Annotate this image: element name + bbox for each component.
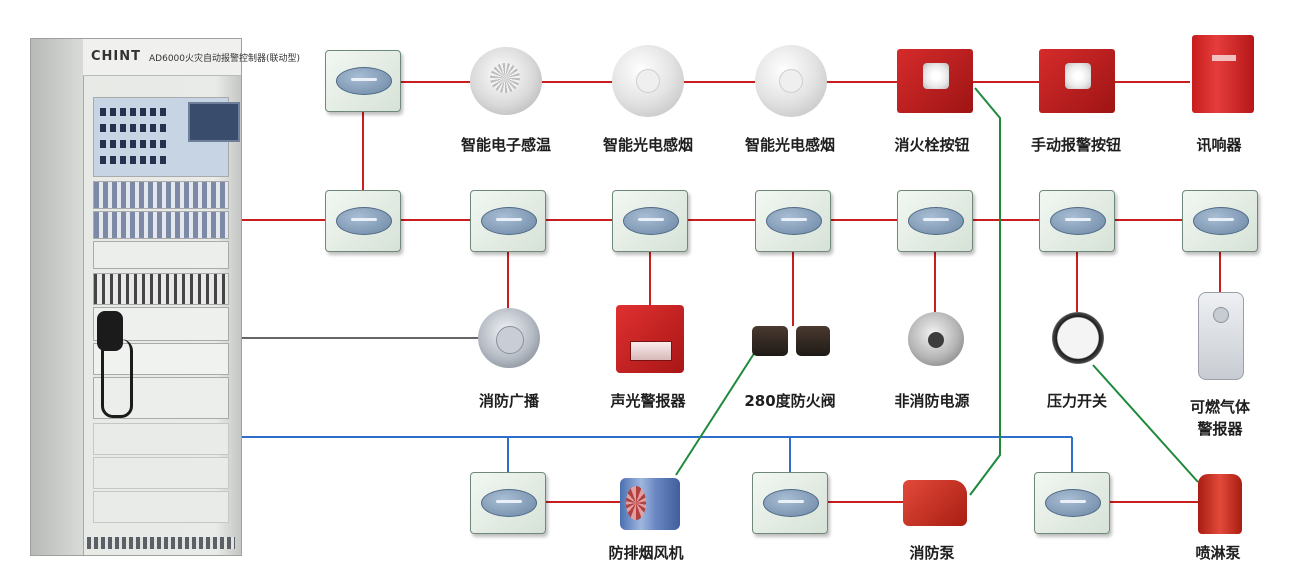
linkage-pressure-to-sprinkler	[1092, 364, 1199, 483]
fire-pump-icon	[903, 480, 967, 526]
control-panel-display	[93, 97, 240, 177]
device-label: 压力开关	[1046, 392, 1108, 410]
loop-module	[470, 190, 546, 252]
smoke-detector-icon	[612, 45, 684, 117]
fire-damper-icon	[796, 326, 830, 356]
loop-module	[755, 190, 831, 252]
power-switch-icon	[908, 312, 964, 366]
device-label: 喷淋泵	[1195, 544, 1241, 562]
speaker-icon	[478, 308, 540, 368]
printer-panel	[93, 241, 229, 269]
lcd-screen	[188, 102, 240, 142]
hydrant-button-icon	[897, 49, 973, 113]
sounder-icon	[1192, 35, 1254, 113]
device-label: 手动报警按钮	[1030, 136, 1122, 154]
device-label-line: 警报器	[1197, 420, 1243, 438]
device-label: 可燃气体 警报器	[1180, 396, 1260, 440]
device-label: 非消防电源	[894, 392, 970, 410]
loop-module	[1182, 190, 1258, 252]
linkage-panel-2	[93, 211, 229, 239]
module-indicator-icon	[763, 489, 819, 517]
gas-detector-icon	[1198, 292, 1244, 380]
microphone-cord	[101, 339, 133, 418]
linkage-panel-1	[93, 181, 229, 209]
pressure-gauge-icon	[1052, 312, 1104, 364]
device-label: 消防泵	[909, 544, 955, 562]
sprinkler-pump-icon	[1198, 474, 1242, 534]
cabinet-model: AD6000火灾自动报警控制器(联动型)	[149, 54, 301, 64]
control-module	[752, 472, 828, 534]
smoke-detector-icon	[755, 45, 827, 117]
device-label: 智能电子感温	[460, 136, 552, 154]
loop-module	[325, 190, 401, 252]
device-label: 280度防火阀	[744, 392, 836, 410]
heat-detector-icon	[470, 47, 542, 115]
device-label: 消防广播	[478, 392, 540, 410]
module-indicator-icon	[481, 489, 537, 517]
device-label: 防排烟风机	[608, 544, 684, 562]
module-indicator-icon	[336, 67, 392, 95]
keypad-row	[100, 156, 168, 164]
cabinet-side-panel	[31, 39, 84, 555]
cabinet-header	[83, 39, 241, 76]
module-indicator-icon	[336, 207, 392, 235]
module-indicator-icon	[1045, 489, 1101, 517]
module-indicator-icon	[1193, 207, 1249, 235]
blank-panel	[93, 423, 229, 455]
broadcast-panel	[93, 273, 229, 305]
device-label: 智能光电感烟	[744, 136, 836, 154]
blank-panel	[93, 457, 229, 489]
linkage-hydrant-to-pump	[969, 87, 1001, 496]
loop-module	[1039, 190, 1115, 252]
control-module	[470, 472, 546, 534]
device-label: 消火栓按钮	[894, 136, 970, 154]
keypad-row	[100, 108, 168, 116]
loop-module	[897, 190, 973, 252]
control-module	[1034, 472, 1110, 534]
cabinet-brand: CHINT	[91, 49, 142, 64]
cabinet-vents	[87, 537, 235, 549]
loop-module	[612, 190, 688, 252]
input-module	[325, 50, 401, 112]
linkage-damper-to-fan	[675, 351, 756, 476]
keypad-row	[100, 124, 168, 132]
device-label-line: 可燃气体	[1189, 398, 1250, 416]
keypad-row	[100, 140, 168, 148]
fire-damper-icon	[752, 326, 788, 356]
power-panel	[93, 377, 229, 419]
strobe-alarm-icon	[616, 305, 684, 373]
manual-alarm-button-icon	[1039, 49, 1115, 113]
fire-alarm-control-cabinet: CHINT AD6000火灾自动报警控制器(联动型)	[30, 38, 300, 556]
device-label: 声光警报器	[610, 392, 686, 410]
module-indicator-icon	[481, 207, 537, 235]
device-label: 讯响器	[1196, 136, 1242, 154]
exhaust-fan-icon	[620, 478, 680, 530]
module-indicator-icon	[1050, 207, 1106, 235]
device-label: 智能光电感烟	[602, 136, 694, 154]
module-indicator-icon	[908, 207, 964, 235]
module-indicator-icon	[766, 207, 822, 235]
blank-panel	[93, 491, 229, 523]
module-indicator-icon	[623, 207, 679, 235]
